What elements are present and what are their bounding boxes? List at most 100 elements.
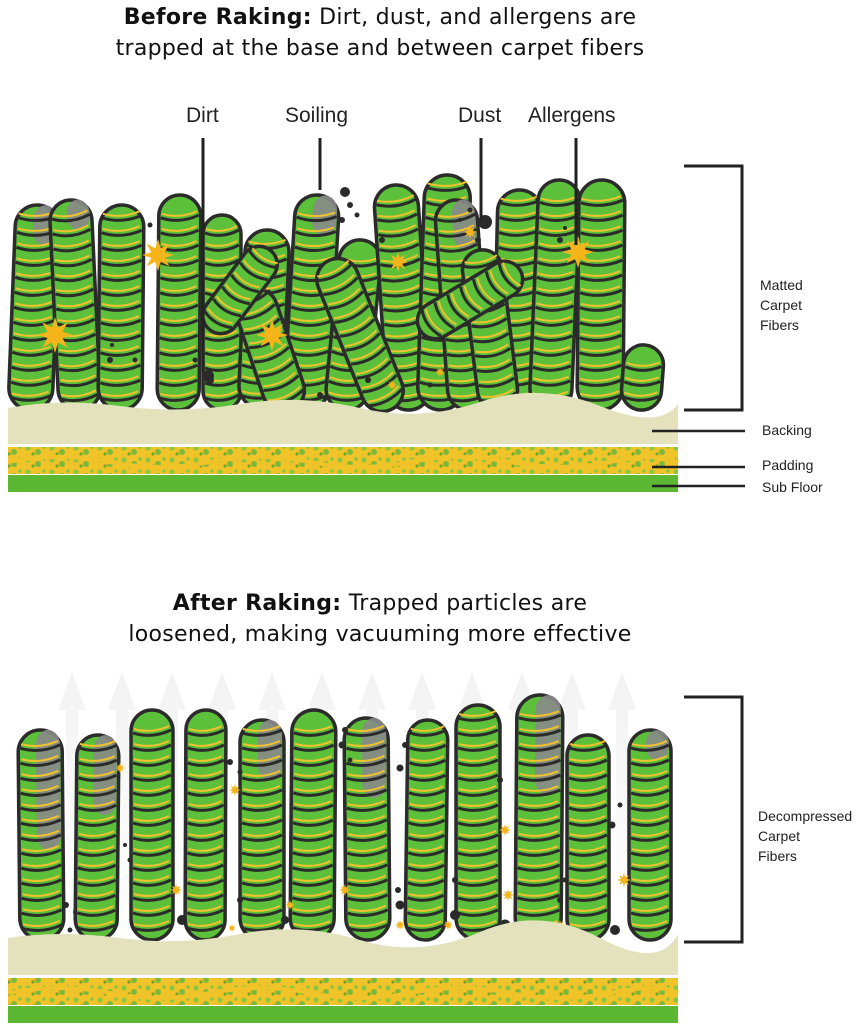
allergen-particle xyxy=(499,824,511,836)
before-particles xyxy=(37,187,594,398)
before-subfloor xyxy=(8,475,678,492)
dirt-particle xyxy=(450,910,460,920)
decompressed-fibers-bracket xyxy=(684,695,744,944)
before-padding xyxy=(7,447,679,474)
dust-label: Dust xyxy=(458,104,502,127)
dirt-particle xyxy=(192,357,198,363)
soiling-label: Soiling xyxy=(285,104,349,127)
after-title: After Raking: Trapped particles are loos… xyxy=(0,588,760,650)
dirt-particle xyxy=(123,843,127,847)
dirt-particle xyxy=(563,226,567,230)
carpet-fiber xyxy=(528,178,582,412)
allergen-particle xyxy=(387,380,397,390)
dirt-particle xyxy=(379,237,385,243)
dirt-label: Dirt xyxy=(186,104,219,127)
after-backing xyxy=(8,920,678,975)
dirt-particle xyxy=(608,821,616,829)
dirt-particle xyxy=(395,900,405,910)
carpet-fiber xyxy=(16,728,66,942)
dirt-particle xyxy=(110,343,114,347)
allergens-label: Allergens xyxy=(528,104,616,127)
allergen-particle xyxy=(256,319,288,351)
dirt-particle xyxy=(402,742,408,748)
dirt-particle xyxy=(340,187,350,197)
dirt-particle xyxy=(206,376,214,384)
dirt-particle xyxy=(63,902,69,908)
allergen-particle xyxy=(395,920,405,930)
dirt-particle xyxy=(347,202,353,208)
after-title-bold: After Raking: xyxy=(172,591,342,616)
before-label-pointers xyxy=(201,138,578,372)
allergen-particle xyxy=(443,920,453,930)
dirt-particle xyxy=(177,915,187,925)
dirt-particle xyxy=(127,857,133,863)
allergen-particle xyxy=(170,884,182,896)
before-title-bold: Before Raking: xyxy=(123,5,312,30)
carpet-fiber xyxy=(342,716,392,942)
allergen-particle xyxy=(228,924,236,932)
subfloor-label: Sub Floor xyxy=(762,479,823,495)
after-subfloor xyxy=(8,1006,678,1023)
dirt-particle xyxy=(497,777,503,783)
allergen-particle xyxy=(142,239,174,271)
carpet-fiber xyxy=(129,708,175,942)
up-arrow xyxy=(108,672,136,940)
allergen-particle xyxy=(435,367,445,377)
allergen-particle xyxy=(37,317,73,353)
up-arrow xyxy=(58,672,86,940)
dirt-particle xyxy=(237,897,243,903)
after-carpet-fibers xyxy=(16,693,673,942)
carpet-fiber xyxy=(96,203,146,412)
dirt-particle xyxy=(557,897,563,903)
dirt-particle xyxy=(557,237,563,243)
dirt-particle xyxy=(73,910,77,914)
after-padding xyxy=(7,978,679,1005)
allergen-particle xyxy=(285,900,295,910)
padding-label: Padding xyxy=(762,457,814,473)
carpet-fiber xyxy=(155,193,203,412)
after-title-line2: loosened, making vacuuming more effectiv… xyxy=(128,622,632,647)
before-backing xyxy=(8,392,678,444)
dirt-particle xyxy=(338,741,346,749)
decompressed-fibers-label: Decompressed Carpet Fibers xyxy=(758,808,853,864)
carpet-fiber xyxy=(627,728,673,942)
layer-pointers xyxy=(652,429,745,488)
allergen-particle xyxy=(388,252,408,272)
dirt-particle xyxy=(427,382,433,388)
carpet-fiber xyxy=(403,718,450,942)
dirt-particle xyxy=(107,357,113,363)
before-carpet-fibers xyxy=(7,173,666,414)
carpet-fiber xyxy=(565,733,611,942)
carpet-fiber xyxy=(575,178,627,412)
dirt-particle xyxy=(365,377,371,383)
dirt-particle xyxy=(452,877,458,883)
backing-label: Backing xyxy=(762,422,812,438)
dirt-particle xyxy=(396,764,404,772)
carpet-fiber xyxy=(73,733,121,942)
dirt-particle xyxy=(610,925,620,935)
dirt-particle xyxy=(342,727,348,733)
dirt-particle xyxy=(458,218,462,222)
dirt-particle xyxy=(475,237,481,243)
carpet-fiber xyxy=(513,693,565,942)
allergen-particle xyxy=(339,884,351,896)
carpet-fiber xyxy=(288,708,338,942)
allergen-particle xyxy=(463,225,477,239)
after-particles xyxy=(63,727,631,935)
dirt-particle xyxy=(237,769,243,775)
carpet-fiber xyxy=(201,244,279,336)
carpet-fiber xyxy=(183,708,228,942)
allergen-particle xyxy=(617,873,631,887)
dirt-particle xyxy=(467,207,473,213)
dirt-particle xyxy=(395,887,401,893)
before-title-line2: trapped at the base and between carpet f… xyxy=(115,36,645,61)
dirt-particle xyxy=(562,877,568,883)
dirt-particle xyxy=(67,927,73,933)
carpet-fiber xyxy=(48,198,102,412)
matted-fibers-label: Matted Carpet Fibers xyxy=(760,277,803,333)
dirt-particle xyxy=(339,217,345,223)
carpet-fiber xyxy=(238,718,286,942)
allergen-particle xyxy=(562,236,594,268)
carpet-fiber xyxy=(619,343,666,412)
